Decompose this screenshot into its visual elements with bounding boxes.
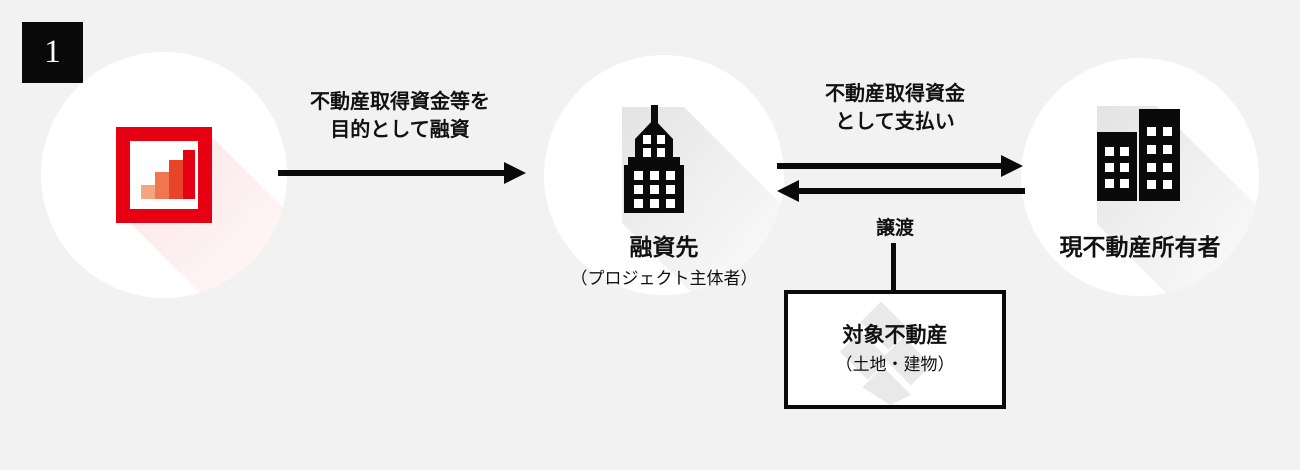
bar-chart-red-frame-icon <box>116 127 212 223</box>
two-buildings-icon <box>1097 109 1180 201</box>
property-box: 対象不動産 （土地・建物） <box>784 290 1006 409</box>
tower-building-icon <box>624 105 684 213</box>
node-lender-circle <box>41 52 287 298</box>
flow-label-loan: 不動産取得資金等を 目的として融資 <box>310 91 490 142</box>
node-current-owner-title: 現不動産所有者 <box>1059 234 1221 260</box>
connector-line-transfer <box>891 243 896 291</box>
arrow-loan-right <box>278 162 526 184</box>
step-number-badge: 1 <box>22 22 83 83</box>
arrow-transfer-left <box>777 180 1025 202</box>
step-number-label: 1 <box>44 34 61 70</box>
property-box-title: 対象不動産 <box>842 323 948 347</box>
flow-label-payment: 不動産取得資金 として支払い <box>825 83 965 134</box>
watermark-decoration <box>839 301 932 405</box>
node-borrower-title: 融資先 <box>629 234 699 260</box>
edge-label-transfer: 譲渡 <box>875 218 914 239</box>
node-borrower-subtitle: （プロジェクト主体者） <box>570 269 758 288</box>
arrow-payment-right <box>777 155 1023 177</box>
property-box-subtitle: （土地・建物） <box>835 355 955 375</box>
